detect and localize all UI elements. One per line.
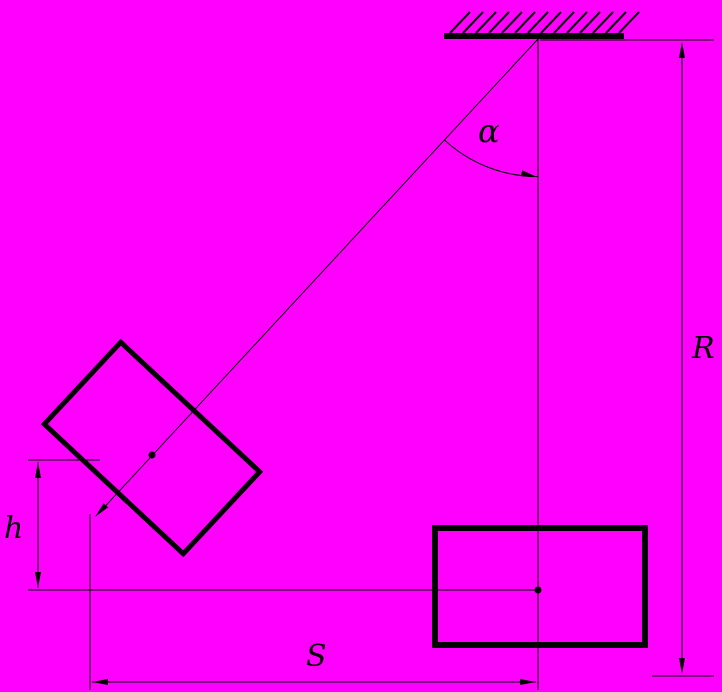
hatch-line [501,11,523,34]
thin-lines [28,38,714,690]
blocks [40,338,648,648]
string-arrowhead-icon [95,503,109,517]
h-top-arrowhead-icon [35,462,41,478]
h-bottom-arrowhead-icon [35,572,41,588]
hatch-line [540,11,562,34]
hatch-line [488,11,510,34]
angle-alpha-label: α [478,112,500,150]
string-line [97,38,539,515]
bottom-block [432,525,648,648]
hatch-line [449,11,471,34]
tilted-block-center-dot [148,451,156,459]
tilted-block [40,338,264,558]
hatch-line [553,11,575,34]
hatch-line [462,11,484,34]
hatch-line [592,11,614,34]
ceiling-hatching-icon [449,11,640,34]
r-top-arrowhead-icon [679,42,685,58]
filled-marks [35,42,685,685]
bottom-block-center-dot [534,586,542,594]
hatch-line [618,11,640,34]
s-right-arrowhead-icon [520,679,536,685]
ceiling-support-bar [444,33,624,39]
hatch-line [579,11,601,34]
hatch-line [605,11,627,34]
height-h-label: h [4,511,23,546]
r-bottom-arrowhead-icon [679,658,685,674]
s-left-arrowhead-icon [92,679,108,685]
distance-s-label: S [306,639,327,674]
hatch-line [527,11,549,34]
radius-r-label: R [691,331,715,366]
hatch-line [566,11,588,34]
arc-arrowhead-icon [520,170,537,177]
hatch-line [514,11,536,34]
labels: α R h S [4,112,715,674]
hatch-line [475,11,497,34]
